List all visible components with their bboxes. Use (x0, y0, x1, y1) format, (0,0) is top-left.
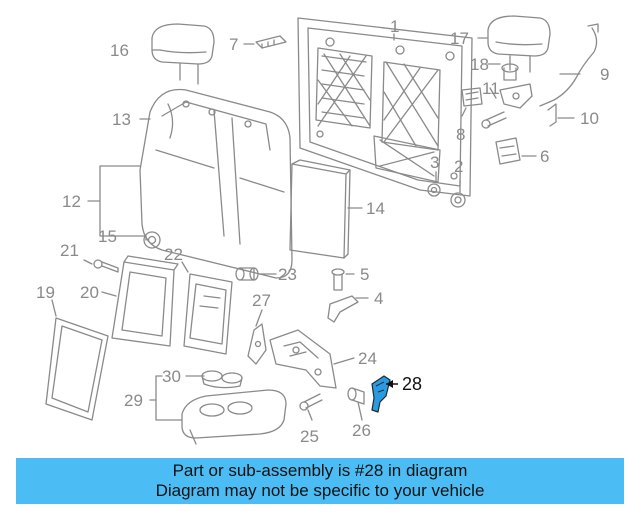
label-part-29: 29 (124, 391, 143, 410)
label-part-5: 5 (360, 265, 369, 284)
panel-part-19 (45, 317, 109, 421)
bolt-part-11 (481, 111, 507, 129)
pad-part-22 (183, 273, 233, 355)
label-part-30: 30 (162, 367, 181, 386)
latch-part-10 (499, 83, 557, 127)
label-part-4: 4 (374, 289, 383, 308)
armrest-part-29 (181, 389, 287, 445)
label-part-9: 9 (600, 65, 609, 84)
bracket-part-4 (327, 295, 359, 323)
panel-part-14 (289, 159, 351, 259)
label-part-21: 21 (60, 241, 79, 260)
pad-part-20 (111, 255, 179, 347)
seat-back-part-13 (139, 88, 293, 279)
label-part-12: 12 (62, 192, 81, 211)
cup-holder-part-30 (201, 370, 243, 389)
label-part-28: 28 (402, 374, 422, 394)
banner-line-part-number: Part or sub-assembly is #28 in diagram (172, 461, 468, 480)
parts-diagram: 1 2 3 4 5 6 7 8 9 10 11 12 13 14 15 16 1… (36, 15, 609, 446)
clip-part-7 (255, 35, 287, 49)
label-part-14: 14 (366, 199, 385, 218)
label-part-13: 13 (112, 110, 131, 129)
button-part-15 (143, 231, 161, 249)
label-part-1: 1 (390, 17, 399, 36)
label-part-2: 2 (454, 157, 463, 176)
label-part-25: 25 (300, 427, 319, 446)
bolt-part-5 (331, 268, 345, 291)
label-part-23: 23 (278, 265, 297, 284)
seat-frame-part-1 (297, 17, 473, 197)
grommet-part-18 (501, 63, 519, 81)
highlighted-part-28 (371, 375, 398, 413)
label-part-6: 6 (540, 147, 549, 166)
label-part-10: 10 (580, 109, 599, 128)
banner-line-disclaimer: Diagram may not be specific to your vehi… (155, 481, 485, 500)
label-part-11: 11 (482, 79, 500, 98)
fastener-part-26 (347, 387, 365, 405)
info-banner: Part or sub-assembly is #28 in diagram D… (16, 458, 624, 504)
bolt-part-25 (299, 393, 323, 411)
label-part-8: 8 (456, 125, 465, 144)
label-part-3: 3 (430, 153, 439, 172)
bushing-part-2 (450, 192, 466, 208)
label-part-18: 18 (470, 55, 489, 74)
cover-part-6 (495, 137, 521, 165)
screw-part-21 (93, 259, 119, 273)
label-part-20: 20 (80, 283, 99, 302)
headrest-part-17 (487, 15, 551, 73)
leader-lines (51, 33, 581, 421)
label-part-15: 15 (98, 227, 117, 246)
label-part-19: 19 (36, 283, 55, 302)
label-part-26: 26 (352, 421, 371, 440)
label-part-17: 17 (450, 29, 469, 48)
bushing-part-23 (235, 267, 259, 281)
label-part-22: 22 (164, 245, 183, 264)
headrest-part-16 (151, 23, 215, 85)
label-part-24: 24 (358, 349, 377, 368)
label-part-7: 7 (229, 35, 238, 54)
bracket-part-8 (461, 87, 483, 107)
label-part-16: 16 (110, 41, 129, 60)
label-part-27: 27 (252, 291, 271, 310)
cable-part-9 (539, 23, 599, 107)
hinge-part-27 (247, 323, 267, 365)
bushing-part-3 (427, 183, 441, 197)
bracket-part-24 (269, 329, 337, 389)
